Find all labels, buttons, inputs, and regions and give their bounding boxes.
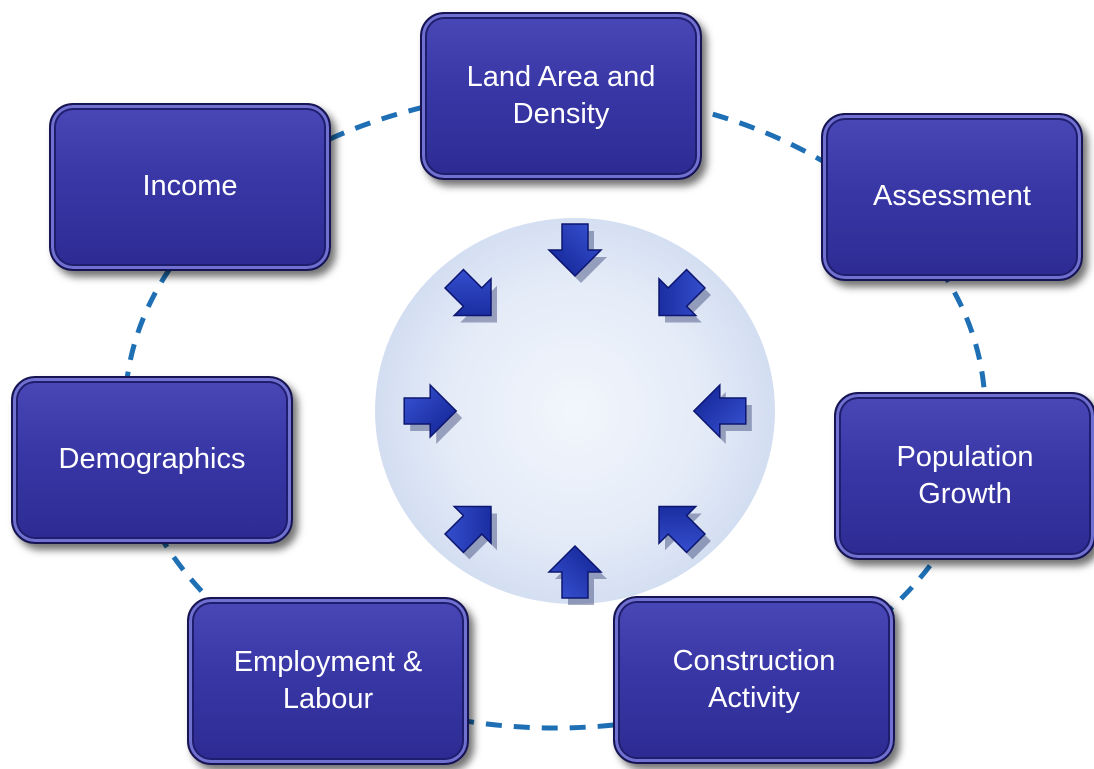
node-employment-and-labour: Employment & Labour xyxy=(187,597,469,765)
node-assessment: Assessment xyxy=(821,113,1083,281)
converging-arrows-icon xyxy=(403,223,752,605)
node-income: Income xyxy=(49,103,331,271)
arrow-bottom-left xyxy=(443,505,492,554)
arrow-bottom xyxy=(547,544,603,599)
arrow-left xyxy=(403,383,458,439)
arrow-right xyxy=(692,383,747,439)
node-land-area-and-density: Land Area and Density xyxy=(420,12,702,180)
node-demographics-label: Demographics xyxy=(58,443,246,476)
node-construction-activity: Construction Activity xyxy=(613,596,895,764)
node-population-growth: Population Growth xyxy=(834,392,1094,560)
node-employment-label: Employment & Labour xyxy=(233,645,423,715)
node-land-area-label: Land Area and Density xyxy=(466,60,656,130)
node-population-label: Population Growth xyxy=(896,440,1034,510)
node-construction-label: Construction Activity xyxy=(672,644,836,714)
node-income-label: Income xyxy=(142,170,238,203)
arrow-top-right xyxy=(658,268,707,317)
node-demographics: Demographics xyxy=(11,376,293,544)
arrow-top-left xyxy=(443,268,492,317)
arrow-top xyxy=(547,223,603,278)
node-assessment-label: Assessment xyxy=(873,180,1031,213)
arrow-bottom-right xyxy=(658,505,707,554)
